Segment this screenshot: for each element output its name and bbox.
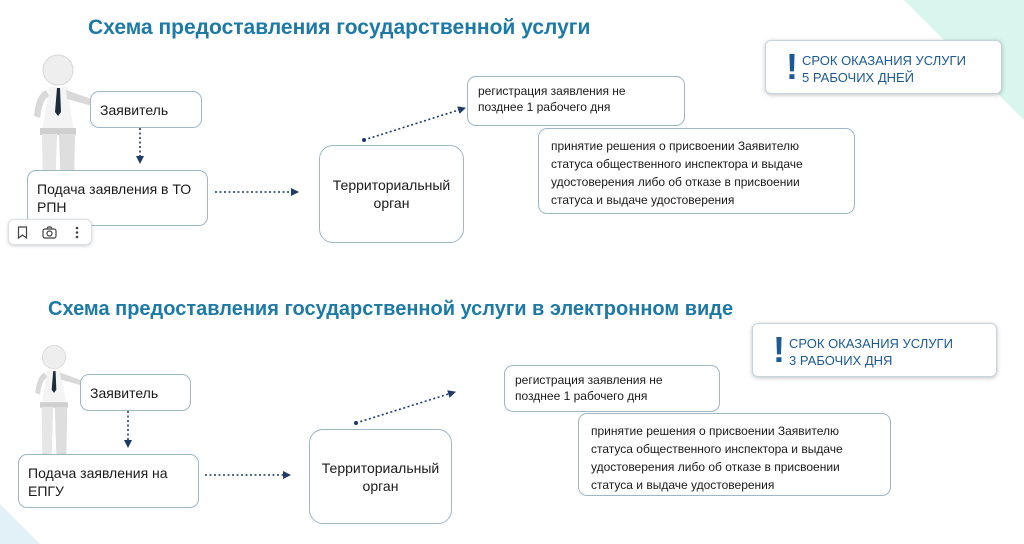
exclamation-icon: ! <box>786 46 798 87</box>
arrow-territorial-to-registration-1 <box>363 106 466 141</box>
applicant-box-electronic: Заявитель <box>80 374 191 411</box>
service-term-callout: ! СРОК ОКАЗАНИЯ УСЛУГИ 5 РАБОЧИХ ДНЕЙ <box>765 40 1002 94</box>
service-term-text-electronic: СРОК ОКАЗАНИЯ УСЛУГИ 3 РАБОЧИХ ДНЯ <box>789 336 953 368</box>
scheme-title-electronic: Схема предоставления государственной усл… <box>48 298 734 320</box>
service-term-text: СРОК ОКАЗАНИЯ УСЛУГИ 5 РАБОЧИХ ДНЕЙ <box>802 53 966 85</box>
territorial-authority-box-electronic: Территориальный орган <box>309 429 452 524</box>
submission-box-electronic: Подача заявления на ЕПГУ <box>18 454 199 508</box>
submission-box: Подача заявления в ТО РПН <box>27 170 208 226</box>
applicant-box: Заявитель <box>90 91 202 128</box>
scheme-title: Схема предоставления государственной усл… <box>88 16 591 39</box>
more-vertical-icon[interactable] <box>68 223 86 241</box>
arrow-territorial-to-registration-2 <box>355 390 456 424</box>
registration-box: регистрация заявления не позднее 1 рабоч… <box>467 76 685 126</box>
decision-box: принятие решения о присвоении Заявителю … <box>538 128 855 214</box>
territorial-authority-box: Территориальный орган <box>319 145 464 243</box>
service-term-callout-electronic: ! СРОК ОКАЗАНИЯ УСЛУГИ 3 РАБОЧИХ ДНЯ <box>752 323 997 377</box>
camera-icon[interactable] <box>41 223 59 241</box>
decision-box-electronic: принятие решения о присвоении Заявителю … <box>578 413 891 496</box>
image-toolbar <box>8 219 92 245</box>
bookmark-icon[interactable] <box>14 223 32 241</box>
registration-box-electronic: регистрация заявления не позднее 1 рабоч… <box>504 365 720 412</box>
exclamation-icon: ! <box>773 329 785 370</box>
decorative-corner-bottom-left <box>0 504 40 544</box>
